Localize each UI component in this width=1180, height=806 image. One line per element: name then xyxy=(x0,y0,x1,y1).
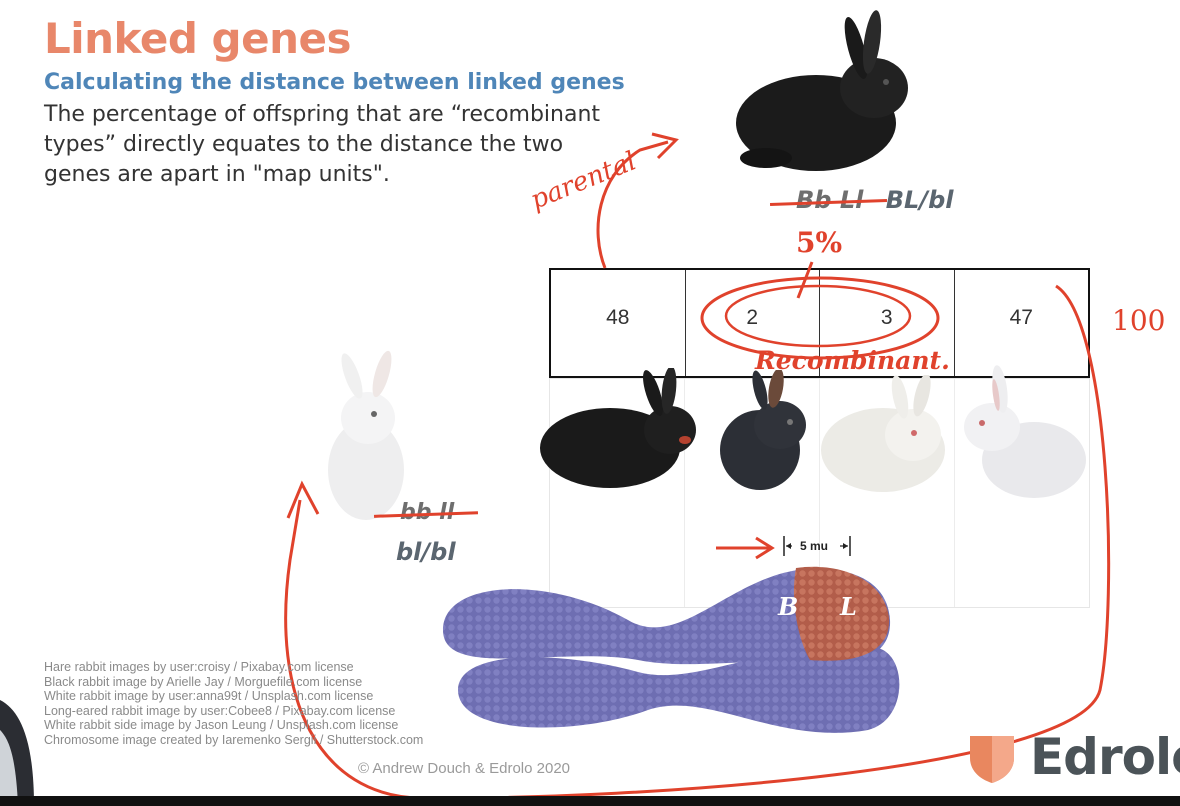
body-line: genes are apart in "map units". xyxy=(44,162,390,187)
copyright-notice: © Andrew Douch & Edrolo 2020 xyxy=(358,760,571,777)
credit-line: Long-eared rabbit image by user:Cobee8 /… xyxy=(44,703,396,718)
credit-line: Hare rabbit images by user:croisy / Pixa… xyxy=(44,660,354,674)
offspring-count-cell: 2 xyxy=(686,270,820,376)
credit-line: Black rabbit image by Arielle Jay / Morg… xyxy=(44,674,363,689)
parent-top-genotype-crossed: Bb Ll xyxy=(796,186,864,214)
parent-top-genotype-label: BL/bl xyxy=(885,186,954,214)
total-loop-arrow xyxy=(284,284,1111,800)
edrolo-shield-icon xyxy=(970,736,1014,783)
body-line: types” directly equates to the distance … xyxy=(44,132,564,157)
gene-l-label: L xyxy=(840,592,857,621)
slide-body-text: The percentage of offspring that are “re… xyxy=(44,100,644,190)
recombinant-annotation: Recombinant. xyxy=(755,346,950,375)
parent-left-genotype-crossed: bb ll xyxy=(400,500,455,525)
offspring-white-rabbit-side-image xyxy=(964,365,1086,498)
map-unit-distance-marker xyxy=(783,536,851,556)
offspring-count-cell: 3 xyxy=(820,270,955,376)
offspring-count-cell: 48 xyxy=(551,270,686,376)
body-line: The percentage of offspring that are “re… xyxy=(44,102,601,127)
presenter-video-image xyxy=(0,700,34,806)
edrolo-logo-text: Edrolo xyxy=(1030,728,1180,786)
offspring-count-cell: 47 xyxy=(1009,306,1033,329)
parental-arrow xyxy=(596,140,669,269)
parent-left-genotype-label: bl/bl xyxy=(396,538,456,566)
credit-line: White rabbit side image by Jason Leung /… xyxy=(44,718,399,733)
offspring-black-hare-image xyxy=(540,368,696,488)
slide-title: Linked genes xyxy=(44,14,351,63)
offspring-black-rabbit-image xyxy=(720,370,806,490)
map-unit-label: 5 mu xyxy=(800,539,829,553)
map-unit-arrowhead-icon xyxy=(755,536,775,560)
bottom-bar xyxy=(0,796,1180,806)
parent-top-genotype: Bb Ll BL/bl xyxy=(796,186,953,214)
white-rabbit-parent-image xyxy=(328,350,404,520)
percent-annotation: 5% xyxy=(796,226,843,259)
percent-pointer xyxy=(796,261,814,299)
offspring-count-table: 48 2 3 47 xyxy=(549,268,1090,378)
chromosome-image xyxy=(443,566,900,733)
slide-subtitle: Calculating the distance between linked … xyxy=(44,70,625,95)
black-rabbit-parent-image xyxy=(736,10,908,171)
image-credits: Hare rabbit images by user:croisy / Pixa… xyxy=(44,660,423,748)
credit-line: Chromosome image created by Iaremenko Se… xyxy=(44,732,424,747)
offspring-white-long-eared-rabbit-image xyxy=(821,375,945,492)
recombinant-circle-inner xyxy=(724,284,912,348)
credit-line: White rabbit image by user:anna99t / Uns… xyxy=(44,689,374,704)
parental-arrowhead-icon xyxy=(651,132,679,160)
total-annotation: 100 xyxy=(1112,304,1166,337)
recombinant-circle-outer xyxy=(700,276,940,360)
gene-b-label: B xyxy=(778,592,799,621)
loop-arrowhead-icon xyxy=(286,480,320,519)
